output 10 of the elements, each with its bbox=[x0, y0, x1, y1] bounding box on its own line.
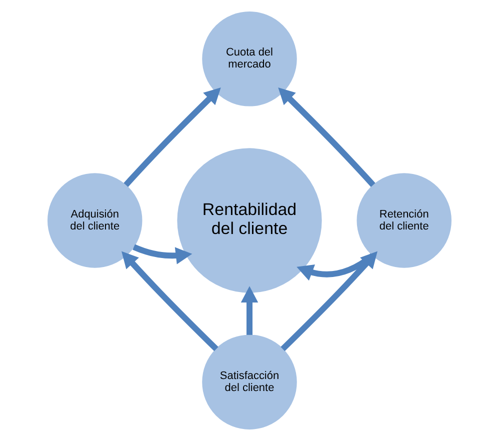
arrow bbox=[132, 244, 192, 264]
arrow bbox=[123, 87, 220, 187]
arrow bbox=[240, 286, 258, 335]
arrow bbox=[121, 251, 218, 352]
node-circle: Rentabilidad del cliente bbox=[176, 148, 322, 293]
node-circle: Satisfacción del cliente bbox=[202, 334, 296, 430]
node-circle: Retención del cliente bbox=[356, 173, 451, 268]
arrow bbox=[280, 251, 377, 352]
node-circle: Adquisión del cliente bbox=[47, 173, 142, 268]
arrow bbox=[278, 87, 375, 187]
